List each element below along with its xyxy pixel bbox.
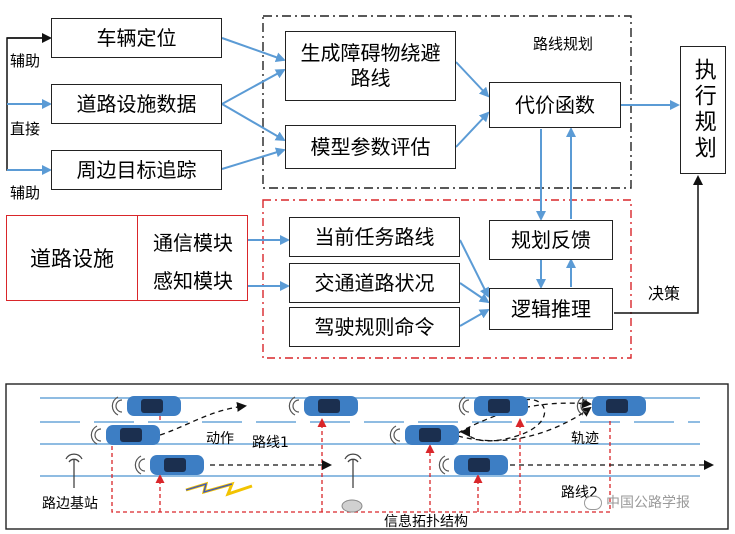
model-param-box: 模型参数评估 [285, 125, 456, 169]
vehicle-position-box: 车辆定位 [51, 18, 222, 58]
aux-label-top: 辅助 [10, 52, 41, 70]
surrounding-tracking-label: 周边目标追踪 [76, 157, 197, 182]
execution-planning-box: 执行规划 [680, 46, 726, 174]
planning-feedback-box: 规划反馈 [489, 220, 613, 260]
comm-module-label: 通信模块 [153, 230, 233, 255]
aux-label-bottom: 辅助 [10, 184, 41, 202]
path-planning-label: 路线规划 [533, 35, 594, 53]
obstacle-path-box: 生成障碍物绕避路线 [285, 31, 456, 101]
reasoning-frame [262, 199, 632, 359]
watermark: 中国公路学报 [584, 492, 690, 512]
road-facility-data-label: 道路设施数据 [76, 91, 197, 116]
current-task-route-box: 当前任务路线 [289, 217, 460, 257]
road-facility-title: 道路设施 [7, 216, 138, 300]
chat-bubble-icon [584, 496, 602, 510]
direct-label: 直接 [10, 120, 41, 138]
model-param-label: 模型参数评估 [310, 134, 431, 159]
vehicle-position-label: 车辆定位 [96, 25, 177, 50]
cost-function-label: 代价函数 [515, 92, 595, 117]
info-topology-label: 信息拓扑结构 [384, 514, 468, 530]
watermark-text: 中国公路学报 [606, 495, 690, 511]
path-planning-frame [262, 15, 632, 189]
trajectory-label: 轨迹 [571, 431, 599, 447]
driving-rules-label: 驾驶规则命令 [314, 314, 435, 339]
decision-label: 决策 [648, 284, 681, 303]
obstacle-path-label: 生成障碍物绕避路线 [300, 41, 441, 90]
surrounding-tracking-box: 周边目标追踪 [51, 150, 222, 190]
planning-feedback-label: 规划反馈 [511, 227, 591, 252]
road-facility-data-box: 道路设施数据 [51, 84, 222, 124]
traffic-condition-box: 交通道路状况 [289, 263, 460, 303]
current-task-route-label: 当前任务路线 [314, 224, 435, 249]
execution-planning-label: 执行规划 [690, 58, 716, 162]
logic-reasoning-label: 逻辑推理 [511, 296, 591, 321]
traffic-condition-label: 交通道路状况 [314, 270, 435, 295]
vehicle-icons [106, 396, 646, 475]
action-label: 动作 [206, 431, 234, 447]
roadside-station-label: 路边基站 [42, 496, 98, 512]
road-facility-block: 道路设施 通信模块 感知模块 [6, 215, 248, 301]
topology-hub-icon [341, 499, 363, 513]
sense-module-label: 感知模块 [153, 268, 233, 293]
roadside-station-icon [65, 453, 362, 488]
cost-function-box: 代价函数 [489, 82, 621, 128]
route1-label: 路线1 [252, 435, 289, 451]
driving-rules-box: 驾驶规则命令 [289, 307, 460, 347]
logic-reasoning-box: 逻辑推理 [489, 288, 613, 330]
